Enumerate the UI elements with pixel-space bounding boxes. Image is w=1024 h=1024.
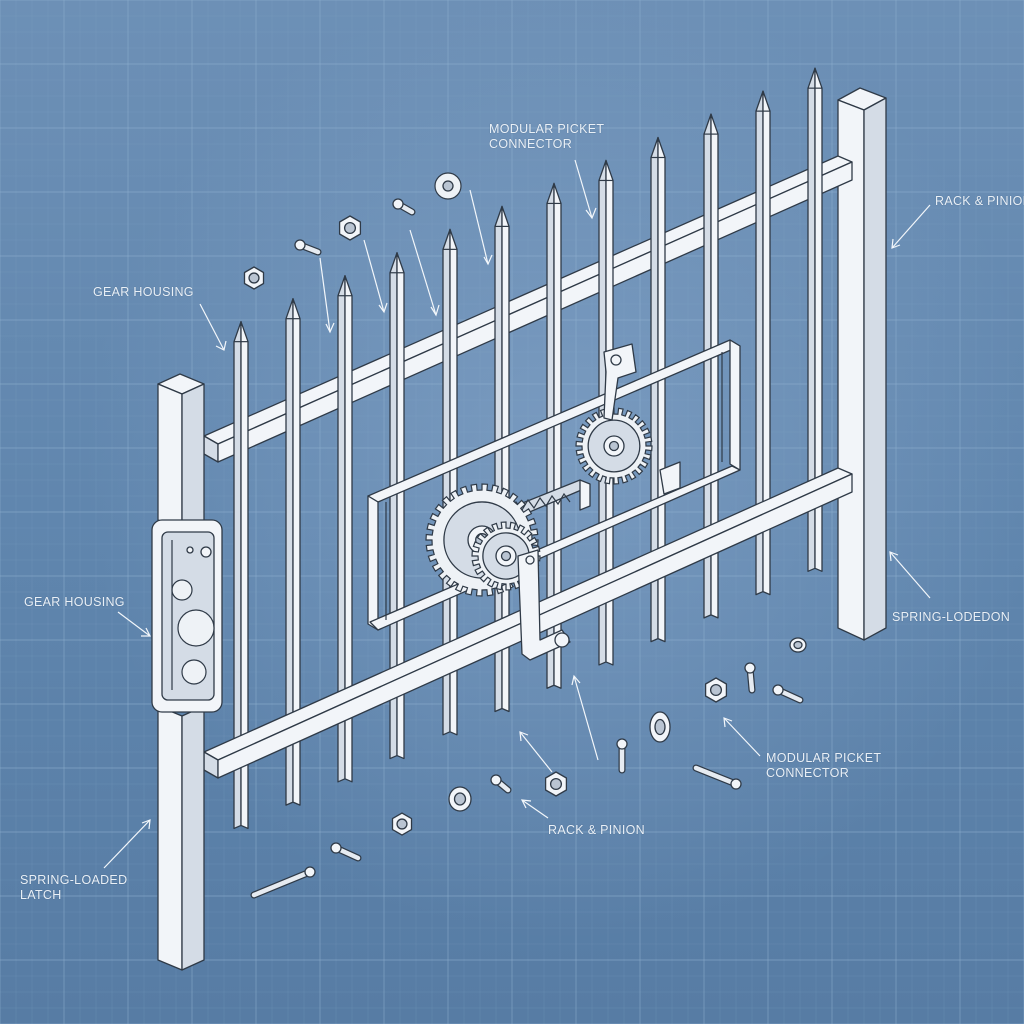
label-rack-pinion-right: RACK & PINION xyxy=(935,194,1024,208)
bolt xyxy=(330,842,362,862)
picket xyxy=(546,182,562,689)
label-gear-housing-upper: GEAR HOUSING xyxy=(93,285,194,299)
right-post xyxy=(837,87,887,641)
picket xyxy=(233,321,249,830)
picket xyxy=(389,252,405,760)
picket xyxy=(285,298,301,806)
label-spring-loaded-latch: SPRING-LOADED LATCH xyxy=(20,873,128,902)
picket xyxy=(650,136,666,643)
bolt xyxy=(490,774,512,794)
label-modular-picket-connector-bottom: MODULAR PICKET CONNECTOR xyxy=(766,751,882,780)
picket xyxy=(703,113,719,619)
bolt xyxy=(772,684,804,704)
picket xyxy=(807,67,823,572)
gear-housing-latch xyxy=(151,519,223,713)
bolt xyxy=(250,866,316,899)
label-spring-loaded-right: SPRING-LODEDON xyxy=(892,610,1011,624)
bolt xyxy=(392,198,416,216)
bolt xyxy=(294,239,322,256)
hex-nut xyxy=(544,771,568,797)
bolt xyxy=(692,764,742,790)
hardware-parts xyxy=(243,172,807,899)
washer xyxy=(448,786,472,812)
picket xyxy=(337,275,353,783)
hex-nut xyxy=(704,677,728,703)
hex-nut xyxy=(243,266,265,290)
small-gear-part xyxy=(434,172,462,200)
washer xyxy=(649,711,671,743)
bracket-arm xyxy=(517,343,681,661)
hex-nut xyxy=(391,812,413,836)
label-rack-pinion-bottom: RACK & PINION xyxy=(548,823,645,837)
washer xyxy=(789,637,807,653)
picket xyxy=(755,90,771,596)
pinion-gear-upper xyxy=(575,407,653,485)
label-modular-picket-connector-top: MODULAR PICKET CONNECTOR xyxy=(489,122,605,151)
label-gear-housing-left: GEAR HOUSING xyxy=(24,595,125,609)
top-rail xyxy=(203,155,853,463)
pickets xyxy=(233,67,823,830)
bolt xyxy=(616,738,628,774)
leader-lines xyxy=(103,159,931,869)
mechanism-frame xyxy=(367,339,741,631)
bolt xyxy=(744,662,756,694)
hex-nut xyxy=(338,215,362,241)
